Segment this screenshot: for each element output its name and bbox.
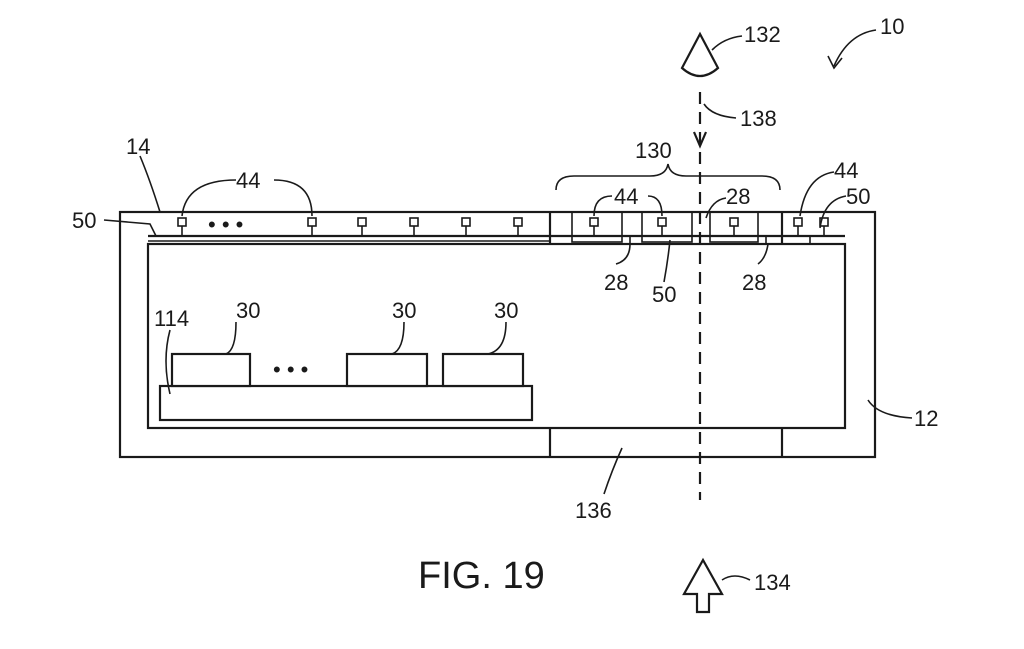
- housing-outer: [118, 210, 877, 459]
- pixel-elements-44: [177, 217, 829, 236]
- ref-136: 136: [575, 498, 612, 523]
- ref-44-left: 44: [236, 168, 260, 193]
- figure-caption: FIG. 19: [418, 555, 545, 597]
- ref-30-b: 30: [392, 298, 416, 323]
- eye-132-icon: [680, 31, 720, 78]
- ref-30-a: 30: [236, 298, 260, 323]
- pixel-cell: [641, 211, 693, 243]
- window-136: [548, 428, 784, 457]
- substrate-114: [158, 384, 534, 422]
- housing-inner-cavity: [146, 242, 847, 430]
- ref-44-mid: 44: [614, 184, 638, 209]
- ref-28-top: 28: [726, 184, 750, 209]
- ref-138: 138: [740, 106, 777, 131]
- ref-50-left: 50: [72, 208, 96, 233]
- arrowhead-138: [692, 131, 708, 149]
- ellipsis-components: • • •: [273, 357, 308, 382]
- leader-lines: [103, 29, 913, 581]
- ref-30-c: 30: [494, 298, 518, 323]
- ref-14: 14: [126, 134, 150, 159]
- ref-50-lower: 50: [652, 282, 676, 307]
- ref-50-right: 50: [846, 184, 870, 209]
- ref-28-lower-left: 28: [604, 270, 628, 295]
- ref-130: 130: [635, 138, 672, 163]
- ref-44-right: 44: [834, 158, 858, 183]
- ref-28-lower-right: 28: [742, 270, 766, 295]
- component-30-b: [345, 352, 429, 388]
- component-30-c: [441, 352, 525, 388]
- ellipsis-top: • • •: [208, 212, 243, 237]
- ref-134: 134: [754, 570, 791, 595]
- light-arrow-134-icon: [682, 557, 724, 614]
- ref-114: 114: [154, 306, 189, 331]
- pixel-cell: [709, 211, 759, 243]
- pixel-cell: [571, 211, 623, 243]
- ref-132: 132: [744, 22, 781, 47]
- ref-10: 10: [880, 14, 904, 39]
- ref-12: 12: [914, 406, 938, 431]
- component-30-a: [170, 352, 252, 388]
